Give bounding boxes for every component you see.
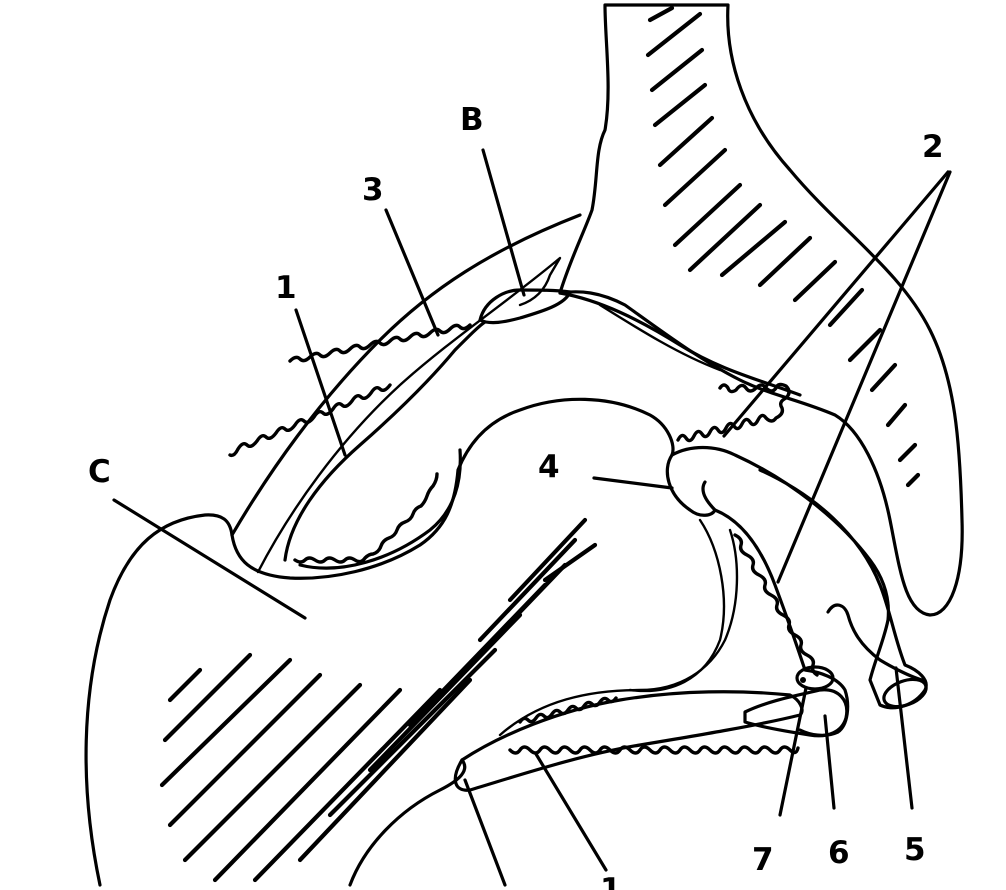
leader-5 [894, 666, 914, 810]
retrodiscal-synovial-fold [676, 382, 791, 443]
articular-disc [670, 445, 928, 710]
retrodiscal-band-lower [598, 303, 722, 372]
label-2: 2 [922, 129, 944, 165]
leader-lower-left [463, 778, 507, 887]
label-1-top: 1 [275, 270, 297, 306]
upper-synovial-fold [228, 323, 472, 458]
upper-sheath-inner [256, 256, 562, 574]
leader-6 [823, 714, 836, 810]
leader-c [112, 498, 307, 620]
leader-2a [722, 170, 950, 438]
lower-cavity-floor [453, 690, 804, 792]
lower-synovial-fold-top [518, 696, 618, 724]
lower-bone-edge [348, 758, 467, 887]
label-6: 6 [828, 835, 850, 871]
pocket-b-outline [478, 288, 572, 325]
posterior-synovial-fold [733, 533, 819, 677]
label-1-bottom: 1 [600, 872, 622, 890]
upper-bone-hatching [645, 5, 921, 488]
upper-cavity-outline [283, 320, 487, 562]
condyle-head [665, 453, 717, 517]
upper-synovial-fold-lower [293, 472, 439, 564]
leader-3 [384, 208, 440, 337]
leader-4 [592, 476, 674, 490]
leader-1-bottom [534, 752, 608, 872]
lower-synovial-fold [508, 745, 800, 755]
leader-1-top [294, 308, 347, 457]
retrodiscal-band-upper [558, 291, 802, 397]
upper-cavity-lower [298, 448, 462, 570]
lower-cavity-inner [628, 518, 726, 693]
structure-six [743, 688, 849, 738]
label-b: B [460, 102, 484, 138]
label-7: 7 [752, 842, 774, 878]
lower-cavity-top [498, 528, 739, 737]
label-4: 4 [538, 449, 560, 485]
upper-sheath-outer [230, 213, 582, 537]
label-5: 5 [904, 832, 926, 868]
label-c: C [88, 454, 111, 490]
label-3: 3 [362, 172, 384, 208]
main-bone-hatching [159, 517, 598, 883]
main-bone-outline [84, 397, 675, 887]
leader-2b [776, 170, 952, 584]
tube-end-ellipse [882, 677, 928, 709]
tube-structure [826, 603, 924, 682]
structure-seven [795, 665, 835, 691]
upper-bone-outline [558, 3, 964, 617]
leader-lines [112, 148, 952, 887]
leader-7 [778, 686, 808, 817]
structure-seven-dot [800, 677, 806, 683]
leader-b [481, 148, 526, 297]
